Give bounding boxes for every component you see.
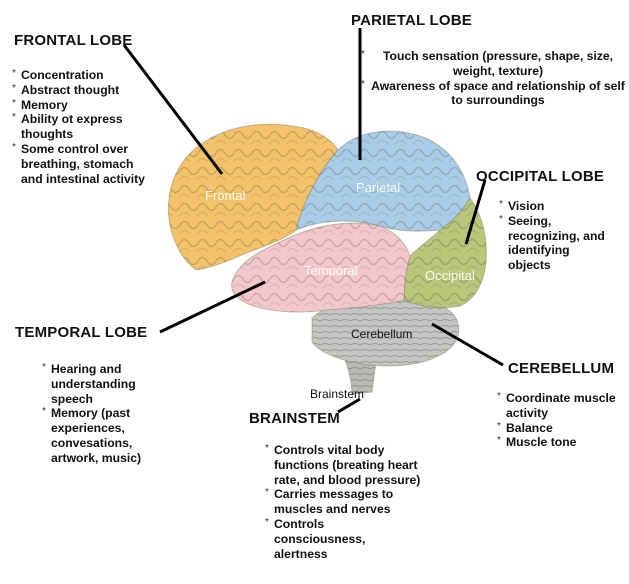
- occipital-notes: Vision Seeing, recognizing, and identify…: [499, 199, 614, 273]
- cerebellum-heading: CEREBELLUM: [508, 360, 614, 377]
- brainstem-note: Controls consciousness, alertness: [265, 517, 384, 561]
- occipital-note: Seeing, recognizing, and identifying obj…: [499, 214, 608, 273]
- parietal-diagram-label: Parietal: [356, 180, 400, 195]
- cerebellum-note: Coordinate muscle activity: [497, 391, 629, 421]
- brainstem-note: Controls vital body functions (breating …: [265, 443, 424, 487]
- temporal-notes: Hearing and understanding speech Memory …: [42, 362, 172, 466]
- temporal-diagram-label: Temporal: [304, 263, 358, 278]
- brainstem-note: Carries messages to muscles and nerves: [265, 487, 424, 517]
- temporal-leader-line: [160, 282, 265, 332]
- parietal-note: Awareness of space and relationship of s…: [361, 79, 626, 109]
- frontal-diagram-label: Frontal: [205, 188, 246, 203]
- temporal-note: Hearing and understanding speech: [42, 362, 169, 406]
- frontal-lobe-heading: FRONTAL LOBE: [14, 32, 133, 49]
- frontal-note: Some control over breathing, stomach and…: [12, 142, 149, 186]
- cerebellum-diagram-label: Cerebellum: [351, 327, 412, 341]
- frontal-note: Abstract thought: [12, 83, 162, 98]
- parietal-lobe-heading: PARIETAL LOBE: [351, 12, 472, 29]
- occipital-lobe-heading: OCCIPITAL LOBE: [476, 168, 604, 185]
- temporal-lobe-heading: TEMPORAL LOBE: [15, 324, 147, 341]
- cerebellum-notes: Coordinate muscle activity Balance Muscl…: [497, 391, 629, 450]
- cerebellum-note: Balance: [497, 421, 629, 436]
- frontal-note: Memory: [12, 98, 162, 113]
- occipital-diagram-label: Occipital: [425, 268, 475, 283]
- parietal-notes: Touch sensation (pressure, shape, size, …: [361, 49, 626, 108]
- brainstem-heading: BRAINSTEM: [249, 410, 340, 427]
- brainstem-diagram-label: Brainstem: [310, 387, 364, 401]
- frontal-note: Ability ot express thoughts: [12, 112, 141, 142]
- parietal-note: Touch sensation (pressure, shape, size, …: [361, 49, 626, 79]
- occipital-note: Vision: [499, 199, 614, 214]
- cerebellum-note: Muscle tone: [497, 435, 629, 450]
- frontal-notes: Concentration Abstract thought Memory Ab…: [12, 68, 162, 186]
- temporal-note: Memory (past experiences, convesations, …: [42, 406, 169, 465]
- brainstem-notes: Controls vital body functions (breating …: [265, 443, 425, 561]
- frontal-note: Concentration: [12, 68, 162, 83]
